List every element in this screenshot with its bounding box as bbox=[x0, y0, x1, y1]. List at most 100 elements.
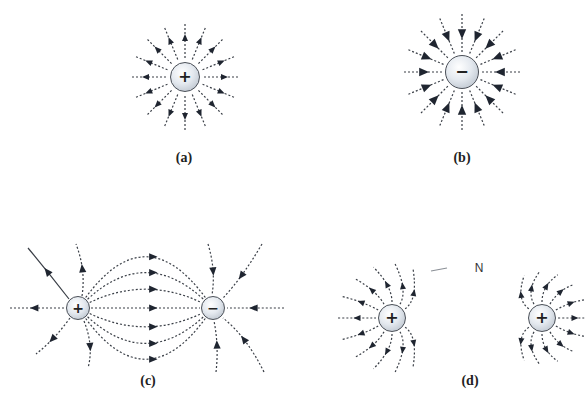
field-line bbox=[374, 334, 392, 369]
arrowhead bbox=[410, 289, 416, 296]
charge-sphere: + bbox=[66, 296, 90, 320]
arrowhead bbox=[358, 330, 366, 336]
arrowhead bbox=[369, 342, 376, 349]
arrowhead bbox=[239, 270, 247, 279]
field-line bbox=[86, 257, 206, 298]
arrowhead bbox=[556, 340, 563, 347]
point-label: N bbox=[475, 261, 484, 275]
arrowhead bbox=[208, 100, 215, 107]
arrowhead bbox=[241, 336, 249, 345]
arrowhead bbox=[149, 323, 157, 330]
charge-sign: + bbox=[385, 310, 398, 326]
field-line bbox=[147, 39, 172, 64]
field-line bbox=[342, 326, 378, 339]
arrowhead bbox=[149, 286, 157, 293]
arrowhead bbox=[442, 31, 450, 42]
arrowhead bbox=[354, 315, 361, 321]
arrowhead bbox=[213, 340, 220, 349]
field-line bbox=[86, 318, 206, 359]
figure-label: (b) bbox=[453, 150, 470, 166]
arrowhead bbox=[385, 348, 391, 356]
arrowhead bbox=[149, 253, 157, 260]
charge-sphere: + bbox=[528, 304, 556, 332]
field-line bbox=[556, 326, 584, 336]
arrowhead bbox=[419, 68, 429, 76]
field-line bbox=[542, 275, 558, 302]
arrowhead bbox=[485, 39, 495, 49]
arrowhead bbox=[145, 88, 153, 94]
arrowhead bbox=[400, 282, 406, 289]
arrowhead bbox=[542, 283, 548, 291]
figure-label: (d) bbox=[461, 373, 478, 389]
arrowhead bbox=[168, 109, 174, 117]
arrowhead bbox=[217, 88, 225, 94]
arrowhead bbox=[155, 100, 162, 107]
arrowhead bbox=[86, 343, 93, 352]
field-line bbox=[556, 300, 584, 310]
figure-label: (c) bbox=[140, 373, 156, 389]
field-line bbox=[440, 90, 455, 125]
field-line-connector bbox=[88, 317, 204, 347]
field-line bbox=[550, 285, 574, 305]
arrowhead bbox=[30, 304, 38, 311]
charge-sign: + bbox=[535, 310, 548, 326]
field-line bbox=[342, 297, 378, 310]
arrowhead bbox=[528, 284, 534, 291]
field-line bbox=[405, 327, 414, 368]
field-line bbox=[408, 80, 443, 95]
arrowhead bbox=[385, 281, 391, 289]
field-line bbox=[440, 18, 455, 53]
arrowhead bbox=[182, 113, 188, 120]
field-line bbox=[405, 268, 414, 309]
marker-line bbox=[431, 268, 447, 271]
arrowhead bbox=[369, 288, 376, 295]
field-line bbox=[164, 95, 177, 127]
arrowhead bbox=[518, 338, 524, 345]
field-line bbox=[223, 318, 264, 372]
arrowhead bbox=[556, 289, 563, 296]
field-line bbox=[90, 289, 202, 302]
arrowhead bbox=[249, 304, 257, 311]
charge-sphere: + bbox=[378, 304, 406, 332]
arrowhead bbox=[485, 95, 495, 105]
field-line bbox=[36, 318, 70, 354]
arrowhead bbox=[429, 39, 439, 49]
field-line bbox=[135, 84, 167, 97]
field-line bbox=[480, 80, 515, 95]
field-line bbox=[521, 327, 529, 360]
arrowhead bbox=[458, 29, 466, 39]
field-line bbox=[88, 317, 204, 344]
field-line bbox=[91, 307, 200, 308]
arrowhead bbox=[217, 60, 225, 66]
arrowhead bbox=[79, 264, 86, 273]
arrowhead bbox=[429, 95, 439, 105]
field-line bbox=[521, 276, 529, 309]
arrowhead bbox=[421, 84, 432, 92]
field-line bbox=[542, 334, 558, 361]
field-line-connector bbox=[91, 304, 200, 311]
arrowhead bbox=[421, 52, 432, 60]
arrowhead bbox=[149, 356, 157, 363]
field-line bbox=[470, 90, 485, 125]
arrowhead bbox=[492, 52, 503, 60]
field-line bbox=[470, 18, 485, 53]
arrowhead bbox=[142, 74, 149, 80]
figure-label: (a) bbox=[176, 150, 192, 166]
arrowhead bbox=[149, 304, 157, 311]
field-line bbox=[198, 90, 223, 115]
arrowhead bbox=[528, 344, 534, 351]
arrowhead bbox=[358, 301, 366, 307]
field-line-connector bbox=[88, 269, 204, 299]
arrowhead bbox=[196, 109, 202, 117]
charge-sign: + bbox=[72, 301, 84, 315]
arrowhead bbox=[208, 47, 215, 54]
charge-sphere: − bbox=[201, 296, 225, 320]
arrowhead bbox=[567, 301, 575, 307]
charge-sphere: + bbox=[170, 62, 200, 92]
field-line bbox=[355, 279, 384, 304]
field-line bbox=[192, 95, 205, 127]
field-line bbox=[198, 39, 223, 64]
field-line bbox=[203, 84, 235, 97]
field-line bbox=[408, 50, 443, 65]
